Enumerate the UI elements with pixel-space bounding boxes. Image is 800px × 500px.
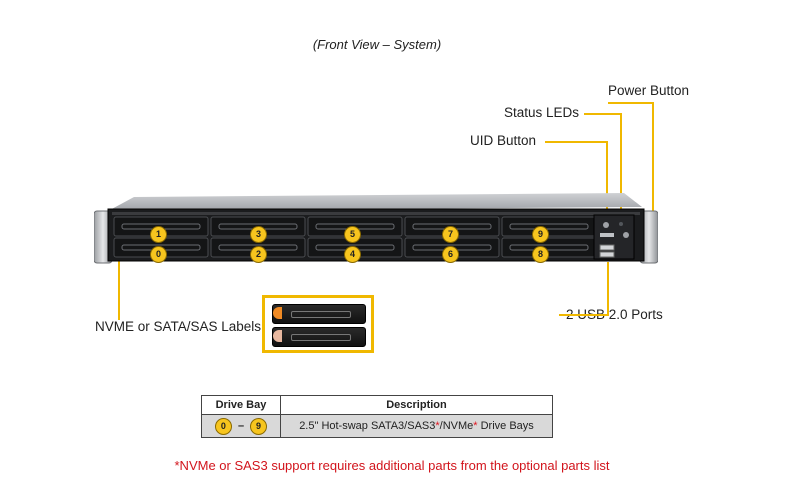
bay-range-cell: 0–9 bbox=[201, 414, 281, 438]
nvme-orange-label bbox=[273, 307, 282, 319]
sas-tray-sample bbox=[272, 327, 366, 347]
bay-badge-2: 2 bbox=[250, 246, 267, 263]
uid-leader-v bbox=[606, 141, 608, 221]
status-leds-label: Status LEDs bbox=[504, 105, 580, 120]
desc-part-b: /NVMe bbox=[439, 420, 474, 432]
power-button-label: Power Button bbox=[608, 83, 690, 98]
power-leader-v bbox=[652, 102, 654, 236]
status-leader-h bbox=[584, 113, 622, 115]
drive-tray-vent bbox=[509, 244, 589, 251]
drive-bay-header: Drive Bay bbox=[201, 395, 281, 415]
drive-tray[interactable] bbox=[501, 216, 597, 237]
uid-button-label: UID Button bbox=[470, 133, 537, 148]
desc-part-c: Drive Bays bbox=[477, 420, 534, 432]
status-leader-v bbox=[620, 113, 622, 219]
description-cell: 2.5" Hot-swap SATA3/SAS3*/NVMe* Drive Ba… bbox=[280, 414, 553, 438]
tray-slot bbox=[291, 334, 351, 341]
power-leader-h bbox=[608, 102, 654, 104]
drive-tray-vent bbox=[509, 223, 589, 230]
drive-labels-leader bbox=[118, 258, 120, 320]
bay-badge-3: 3 bbox=[250, 226, 267, 243]
drive-tray[interactable] bbox=[501, 237, 597, 258]
usb-leader-h bbox=[559, 314, 609, 316]
desc-star-1: * bbox=[435, 420, 440, 432]
drive-bay-table: Drive Bay Description 0–9 2.5" Hot-swap … bbox=[201, 395, 553, 438]
bay-badge-5: 5 bbox=[344, 226, 361, 243]
bay-badge-4: 4 bbox=[344, 246, 361, 263]
bay-range-dash: – bbox=[237, 420, 245, 432]
server-chassis bbox=[94, 193, 658, 264]
bay-badge-8: 8 bbox=[532, 246, 549, 263]
table-header-row: Drive Bay Description bbox=[201, 395, 553, 415]
description-header: Description bbox=[280, 395, 553, 415]
bay-badge-0: 0 bbox=[150, 246, 167, 263]
bay-range-end: 9 bbox=[250, 417, 268, 435]
footnote: *NVMe or SAS3 support requires additiona… bbox=[174, 458, 610, 473]
usb-ports-label: 2 USB 2.0 Ports bbox=[566, 307, 663, 322]
desc-part-a: 2.5" Hot-swap SATA3/SAS3 bbox=[299, 420, 436, 432]
desc-star-2: * bbox=[473, 420, 478, 432]
uid-leader-h bbox=[545, 141, 608, 143]
view-caption: (Front View – System) bbox=[312, 37, 442, 52]
drive-labels-label: NVME or SATA/SAS Labels bbox=[95, 319, 262, 334]
drive-label-swatch bbox=[262, 295, 374, 353]
bay-badge-1: 1 bbox=[150, 226, 167, 243]
usb-leader-v bbox=[607, 262, 609, 316]
bay-range-start: 0 bbox=[214, 417, 232, 435]
table-row: 0–9 2.5" Hot-swap SATA3/SAS3*/NVMe* Driv… bbox=[201, 414, 553, 438]
sas-pink-label bbox=[273, 330, 282, 342]
bay-badge-9: 9 bbox=[532, 226, 549, 243]
bay-badge-6: 6 bbox=[442, 246, 459, 263]
nvme-tray-sample bbox=[272, 304, 366, 324]
bay-badge-7: 7 bbox=[442, 226, 459, 243]
tray-slot bbox=[291, 311, 351, 318]
